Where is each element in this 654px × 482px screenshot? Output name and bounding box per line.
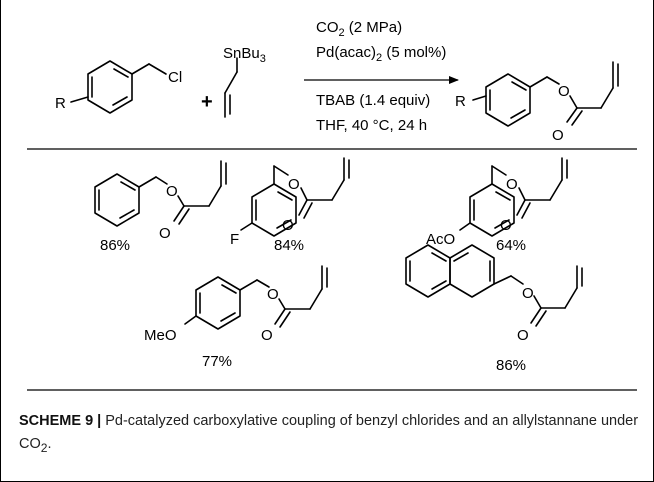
example-4-fluorobenzyl: F O O 84% (230, 157, 350, 254)
fluoro-label: F (230, 231, 239, 248)
reaction-conditions: CO2 (2 MPa) Pd(acac)2 (5 mol%) TBAB (1.4… (304, 19, 459, 134)
stannane-label: SnBu3 (223, 45, 266, 65)
svg-text:O: O (159, 225, 171, 242)
yield-example-3: 64% (496, 237, 526, 254)
product-r-group: R (455, 93, 466, 110)
example-4-acetoxybenzyl: AcO O O 64% (426, 157, 568, 254)
svg-text:O: O (500, 217, 512, 234)
carbonyl-oxygen-label: O (552, 127, 564, 144)
svg-text:O: O (267, 286, 279, 303)
ester-oxygen-label: O (558, 83, 570, 100)
plus-sign: + (201, 91, 213, 113)
reaction-scheme: R Cl + SnBu3 CO2 (2 MPa) Pd(acac)2 (5 mo… (27, 19, 637, 391)
example-1-naphthylmethyl: O O 86% (405, 244, 583, 374)
product-structure: R O O (455, 61, 619, 144)
yield-example-2: 84% (274, 237, 304, 254)
svg-text:O: O (517, 327, 529, 344)
acetoxy-label: AcO (426, 231, 455, 248)
svg-text:O: O (166, 183, 178, 200)
yield-example-4: 77% (202, 353, 232, 370)
svg-text:O: O (522, 285, 534, 302)
conditions-additive: TBAB (1.4 equiv) (316, 92, 430, 109)
r-group-label: R (55, 95, 66, 112)
example-4-methoxybenzyl: MeO O O 77% (144, 265, 328, 370)
example-benzyl: O O 86% (94, 160, 227, 254)
svg-text:O: O (282, 217, 294, 234)
benzyl-chloride-structure: R Cl (55, 60, 182, 114)
figure-caption: SCHEME 9 | Pd-catalyzed carboxylative co… (19, 410, 639, 460)
caption-end: . (47, 436, 52, 452)
caption-text: Pd-catalyzed carboxylative coupling of b… (19, 413, 639, 452)
svg-text:O: O (288, 176, 300, 193)
scheme-label: SCHEME 9 | (19, 413, 102, 429)
methoxy-label: MeO (144, 327, 177, 344)
svg-text:O: O (506, 176, 518, 193)
svg-text:O: O (261, 327, 273, 344)
yield-example-1: 86% (100, 237, 130, 254)
conditions-solvent: THF, 40 °C, 24 h (316, 117, 427, 134)
caption-subscript: 2 (40, 440, 48, 455)
allylstannane-structure: SnBu3 (223, 45, 266, 118)
conditions-co2: CO2 (2 MPa) (316, 19, 402, 39)
conditions-catalyst: Pd(acac)2 (5 mol%) (316, 44, 446, 64)
chloride-label: Cl (168, 69, 182, 86)
yield-example-5: 86% (496, 357, 526, 374)
